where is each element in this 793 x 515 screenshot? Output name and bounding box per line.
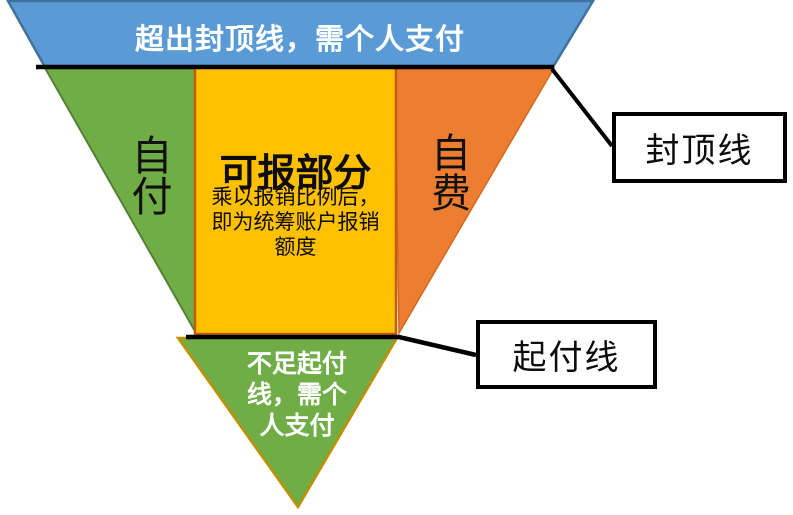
middle-section-title: 可报部分 [219, 153, 372, 195]
right-section-label: 自费 [425, 132, 469, 212]
cap-line-callout-label: 封顶线 [645, 132, 754, 170]
middle-section-subtitle: 乘以报销比例后， 即为统筹账户报销 额度 [211, 186, 380, 259]
top-band-label: 超出封顶线，需个人支付 [134, 24, 465, 56]
right-section-shape [394, 67, 556, 336]
deductible-line-callout-box: 起付线 [476, 320, 657, 389]
bottom-section-label: 不足起付 线，需个 人支付 [246, 350, 347, 440]
deductible-line [186, 334, 477, 358]
left-section-label: 自付 [125, 134, 171, 216]
cap-line-callout-box: 封顶线 [612, 112, 787, 183]
cap-line-callout-connector [550, 67, 614, 148]
deductible-line-callout-label: 起付线 [512, 339, 621, 377]
left-section-shape [43, 67, 197, 337]
